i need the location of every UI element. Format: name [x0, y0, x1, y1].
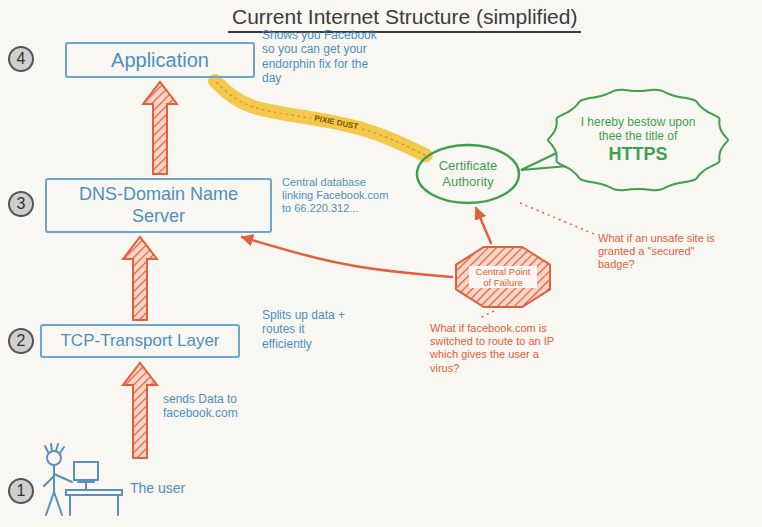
- note: Splits up data + routes it efficiently: [262, 308, 357, 351]
- computer-keyboard: [78, 480, 94, 489]
- node-text: DNS-Domain Name Server: [55, 184, 262, 227]
- leader-line: [480, 311, 494, 318]
- authority-ellipse: Certificate Authority: [415, 143, 521, 205]
- callout-number: 3: [8, 191, 34, 217]
- band-texture: [215, 81, 426, 155]
- callout-number: 1: [8, 478, 34, 504]
- speech-bubble: I hereby bestow upon thee the title ofHT…: [545, 85, 731, 195]
- layer-arrow: [143, 82, 177, 174]
- leader-line: [520, 203, 594, 234]
- pixie-dust-band: [215, 81, 426, 155]
- note: Central database linking Facebook.com to…: [282, 176, 398, 216]
- node-text: Application: [111, 48, 209, 72]
- node-text: Certificate Authority: [433, 158, 503, 189]
- node-text: I hereby bestow upon thee the title of: [580, 115, 696, 144]
- failure-arrow: [476, 208, 491, 243]
- callout-number: 4: [8, 46, 34, 72]
- send-arrow: [123, 363, 157, 458]
- node-text: Central Point of Failure: [469, 266, 537, 289]
- ellipse-outline: [417, 145, 519, 203]
- note: Shows you Facebook so you can get your e…: [262, 28, 387, 86]
- user-head: [47, 451, 61, 465]
- question-note: What if facebook.com is switched to rout…: [430, 322, 555, 375]
- computer-monitor: [74, 462, 98, 480]
- user-label: The user: [130, 480, 210, 497]
- desk: [66, 490, 122, 515]
- layer-box: DNS-Domain Name Server: [45, 178, 272, 233]
- question-note: What if an unsafe site is granted a "sec…: [598, 232, 728, 272]
- cloud-outline: [548, 90, 728, 190]
- octagon-outline: [456, 247, 550, 307]
- stop-sign: Central Point of Failure: [455, 246, 551, 308]
- stick-figure-user: [44, 444, 122, 515]
- node-subtext: HTTPS: [608, 144, 667, 166]
- node-text: TCP-Transport Layer: [60, 331, 219, 351]
- note: sends Data to facebook.com: [163, 392, 258, 421]
- callout-number: 2: [8, 328, 34, 354]
- user-hair: [45, 444, 64, 453]
- layer-box: Application: [65, 42, 255, 78]
- layer-box: TCP-Transport Layer: [40, 324, 240, 358]
- layer-arrow: [123, 237, 157, 320]
- failure-arrow: [242, 237, 452, 277]
